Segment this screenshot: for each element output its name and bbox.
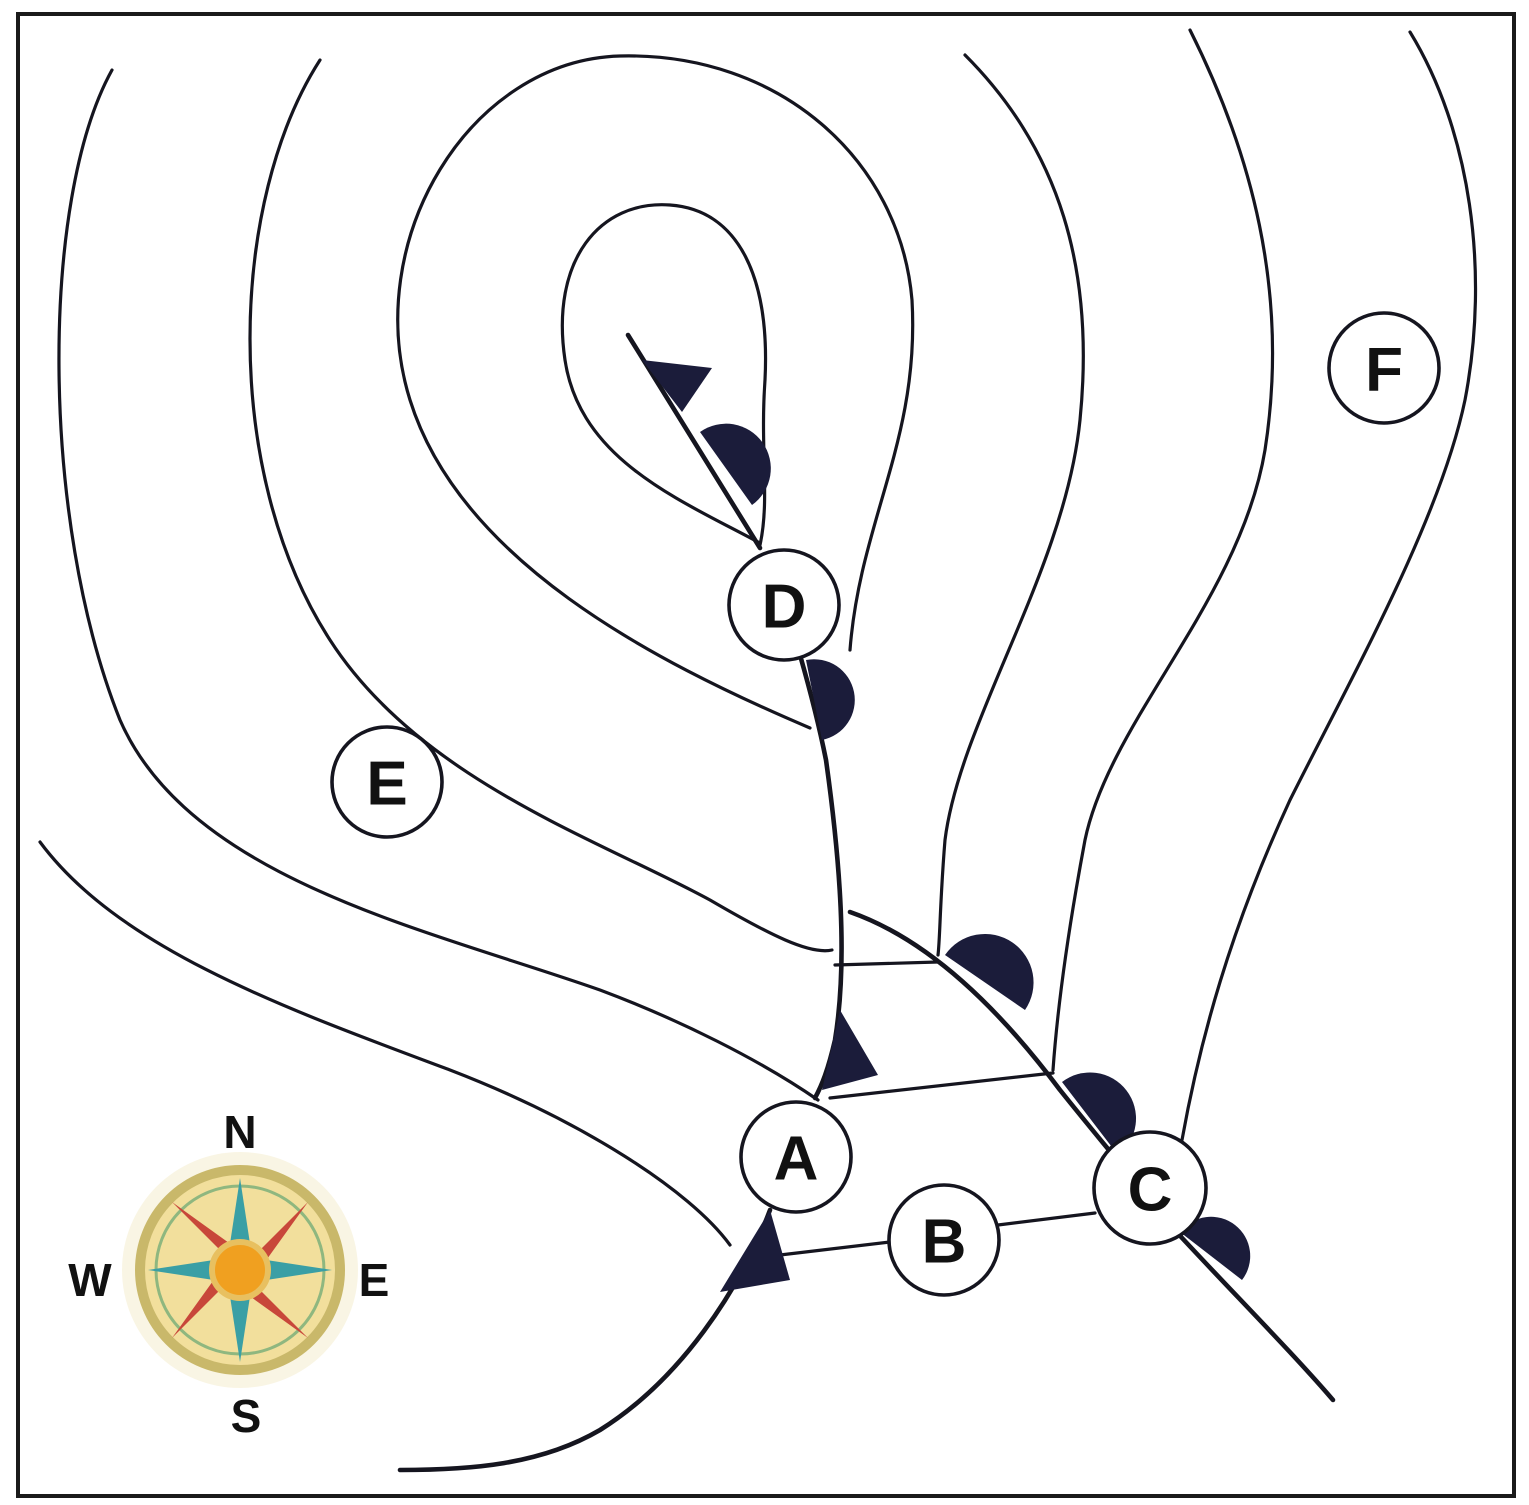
point-A: A [739,1100,853,1214]
isobar [833,960,940,967]
isobar [778,1240,892,1257]
point-label-b: B [922,1208,967,1277]
point-label-f: F [1365,336,1403,405]
point-circle [887,1183,1001,1297]
point-circle [1327,311,1441,425]
point-label-a: A [774,1125,819,1194]
point-B: B [887,1183,1001,1297]
isobar [396,54,915,730]
isobar [1051,28,1275,1072]
cold-front-triangle-icon [822,1010,878,1090]
compass-center [209,1239,271,1301]
occluded-front-line [625,332,763,551]
point-C: C [1092,1130,1208,1246]
point-circle [1092,1130,1208,1246]
warm-front-semicircle-icon [1180,1216,1251,1280]
compass-rose-icon: N S E W [68,1106,389,1442]
fronts [397,332,1336,1473]
point-circle [739,1100,853,1214]
point-label-d: D [762,573,807,642]
warm-front-semicircle-icon [1062,1072,1137,1155]
point-label-c: C [1128,1156,1173,1225]
point-E: E [330,725,444,839]
warm-front-semicircle-icon [700,423,771,505]
isobars [38,28,1478,1257]
compass-south-label: S [231,1390,262,1442]
warm-front-semicircle-icon [945,933,1034,1010]
warm-front-semicircle-icon [806,659,855,740]
isobar [936,53,1085,957]
point-D: D [727,548,841,662]
isobar [828,1071,1055,1100]
compass-north-label: N [223,1106,256,1158]
compass-east-label: E [359,1254,390,1306]
isobar [57,68,820,1102]
isobar [996,1211,1097,1227]
compass-west-label: W [68,1254,112,1306]
point-circle [727,548,841,662]
isobar [248,58,834,953]
isobar [38,840,732,1247]
warm-front-line [1167,1222,1336,1403]
isobar [560,203,768,547]
point-F: F [1327,311,1441,425]
cold-front-triangle-icon [642,360,712,412]
point-label-e: E [366,750,407,819]
isobar [1180,30,1478,1142]
point-circle [330,725,444,839]
cold-front-triangle-icon [720,1210,790,1292]
